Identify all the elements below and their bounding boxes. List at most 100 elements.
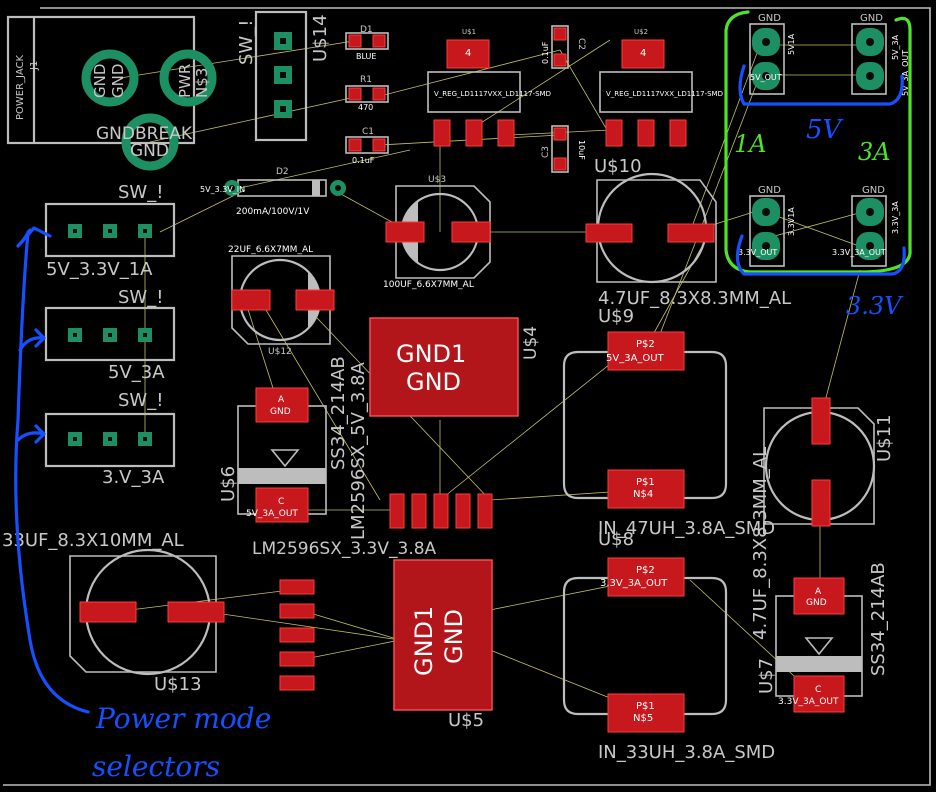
pad-gnd-label: GND <box>270 407 291 417</box>
r1-value: 470 <box>358 103 373 112</box>
switch-u14: SW_! U$14 <box>236 10 331 142</box>
selector-switch-3: SW_! 3.V_3A <box>44 390 176 488</box>
selector-arrow-3 <box>16 424 46 444</box>
pad-label: GND <box>440 609 468 664</box>
us13-label: U$13 <box>154 674 202 695</box>
lm-5v-label: LM2596SX_5V_3.8A <box>348 361 369 540</box>
diode-u6: A GND C 5V_3A_OUT U$6 <box>218 387 327 523</box>
pad-label: GND1 <box>396 340 466 368</box>
net-label: 3.3V1A <box>787 207 796 236</box>
c1-value: 0.1uF <box>352 156 375 165</box>
pin-label: P$1 <box>636 701 655 712</box>
sw-label: SW_! <box>236 20 257 65</box>
pin-label: P$2 <box>636 339 655 350</box>
d2-value: 200mA/100V/1V <box>236 207 310 217</box>
net-label: 3.3V_3A <box>891 201 900 234</box>
d1-label: D1 <box>360 25 373 35</box>
jack-gnd-label: GND <box>91 64 109 98</box>
capacitor-u11: 4.7UF_8.3X8.3MM_AL U$11 <box>750 397 895 640</box>
regulator-u4: GND1 GND U$4 SS34_214AB LM2596SX_5V_3.8A <box>328 317 541 540</box>
blue-bracket-top <box>738 64 904 106</box>
capacitor-u10: U$10 4.7UF_8.3X8.3MM_AL U$9 <box>585 156 791 327</box>
pad-label: GND1 <box>410 606 438 676</box>
resistor-r1: R1 470 <box>345 75 389 112</box>
diode-u7: A GND C 3.3V_3A_OUT U$7 SS34_214AB <box>756 562 889 713</box>
net-label: N$4 <box>633 489 653 500</box>
capacitor-c3: C3 10uF <box>541 125 586 173</box>
board-outline <box>3 7 931 786</box>
net-label: 5V_3A_OUT <box>246 509 298 519</box>
ss34-label: SS34_214AB <box>328 356 349 470</box>
led-d1: D1 BLUE <box>345 25 389 61</box>
c2-value: 0.1uF <box>541 41 550 64</box>
gndbreak-label: GNDBREAK <box>96 124 193 144</box>
output-header-33v1a: GND 3.3V1A 3.3V_OUT <box>738 185 796 267</box>
reg2-value: V_REG_LD1117VXX_LD1117-SMD <box>606 90 723 98</box>
pad-label: GND <box>406 368 461 396</box>
sw-value: 5V_3A <box>108 362 165 383</box>
net-label: 3.3V_3A_OUT <box>600 578 668 589</box>
jack-gnd-label: GND <box>109 64 127 98</box>
cap-value: 33UF_8.3X10MM_AL <box>2 530 184 551</box>
annotation-5v: 5V <box>806 115 844 145</box>
net-label: 5V_3A <box>891 34 900 60</box>
regulator-u2: 4 U$2 V_REG_LD1117VXX_LD1117-SMD <box>599 28 723 147</box>
d2-net: 5V_3.3V_IN <box>200 185 245 194</box>
inductor-value: IN_33UH_3.8A_SMD <box>598 742 775 763</box>
annotation-33v: 3.3V <box>846 292 904 320</box>
jack-gnd-label: GND <box>130 141 169 161</box>
c1-label: C1 <box>362 127 374 137</box>
selector-switch-2: SW_! 5V_3A <box>44 287 176 383</box>
us10-label: U$10 <box>594 156 642 177</box>
pad-a-label: A <box>815 587 822 597</box>
pin-label: P$2 <box>636 565 655 576</box>
blue-bracket-bottom <box>735 234 906 276</box>
selector-arrow-2 <box>18 328 46 352</box>
selector-note-line1: Power mode <box>95 702 271 735</box>
gnd-label: GND <box>862 185 885 196</box>
us7-label: U$7 <box>756 658 777 694</box>
d2-label: D2 <box>276 167 289 177</box>
pad-c-label: C <box>815 685 821 695</box>
us4-label: U$4 <box>521 326 541 360</box>
d1-value: BLUE <box>356 52 376 61</box>
pad-c-label: C <box>278 497 284 507</box>
cap-value: 22UF_6.6X7MM_AL <box>228 245 313 255</box>
annotation-3a: 3A <box>858 138 891 166</box>
gnd-label: GND <box>758 185 781 196</box>
net-label: 5V1A <box>787 33 796 55</box>
pad-a-label: A <box>278 395 285 405</box>
jack-net-label: N$3 <box>193 68 211 98</box>
selector-arrow-1 <box>16 226 52 248</box>
gnd-label: GND <box>860 13 883 24</box>
selector-arrow-line <box>14 230 90 714</box>
output-header-33v3a: GND 3.3V_3A 3.3V_3A_OUT <box>832 185 900 267</box>
cap-value: 4.7UF_8.3X8.3MM_AL <box>750 447 771 640</box>
power-jack-label: POWER_JACK <box>15 55 26 120</box>
tab-pin-label: 4 <box>640 48 646 59</box>
sw-value: 3.V_3A <box>102 467 165 488</box>
net-label: 5V_3A_OUT <box>901 50 910 96</box>
tab-pin-label: 4 <box>465 48 471 59</box>
green-bracket <box>724 10 912 274</box>
net-label: 5V_OUT <box>750 73 782 82</box>
capacitor-c2: C2 0.1uF <box>541 25 586 69</box>
net-label: N$5 <box>633 713 653 724</box>
net-label: 5V_3A_OUT <box>606 353 665 364</box>
net-label: 3.3V_OUT <box>738 248 777 257</box>
annotation-1a: 1A <box>734 130 767 158</box>
net-label: 3.3V_3A_OUT <box>778 697 839 707</box>
capacitor-c1: C1 0.1uF <box>345 127 389 165</box>
output-header-5v1a: GND 5V1A 5V_OUT <box>749 13 796 95</box>
regulator-u1: 4 U$1 V_REG_LD1117VXX_LD1117-SMD <box>427 28 551 147</box>
us14-label: U$14 <box>310 14 331 62</box>
sw-label: SW_! <box>118 287 163 308</box>
sw-value: 5V_3.3V_1A <box>46 259 153 280</box>
cap-value: 100UF_6.6X7MM_AL <box>383 280 474 290</box>
us3-label: U$3 <box>428 175 446 185</box>
us1-label: U$1 <box>462 28 476 36</box>
output-header-5v3a: GND 5V_3A 5V_3A_OUT <box>851 13 910 96</box>
handwritten-annotations: 1A 3A 5V 3.3V Power mode selectors <box>14 10 912 783</box>
c3-label: C3 <box>541 146 551 158</box>
